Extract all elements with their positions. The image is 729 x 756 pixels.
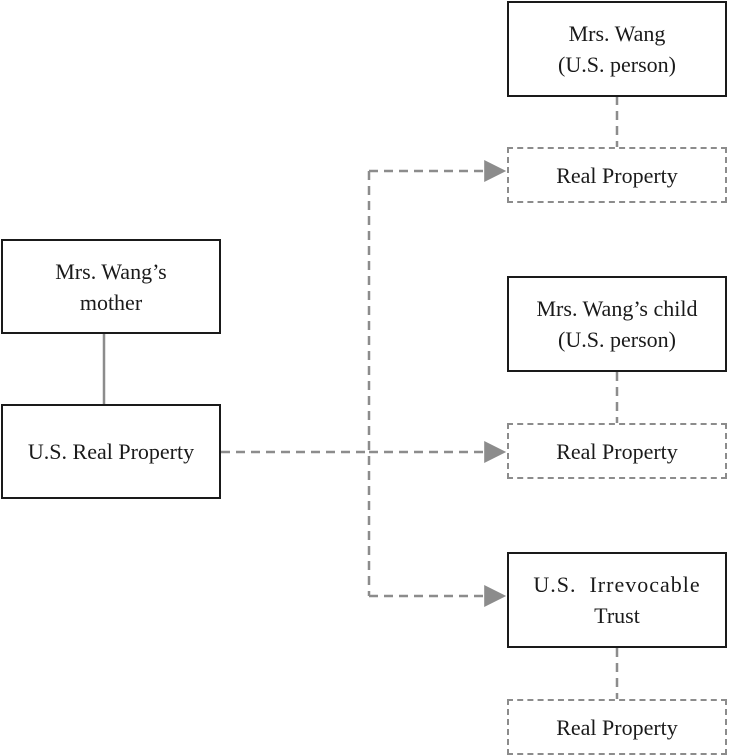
child-line2: (U.S. person) xyxy=(558,327,676,352)
trust-line1: U.S. Irrevocable xyxy=(533,572,701,597)
child-real-property-box: Real Property xyxy=(507,423,727,479)
mrs-wang-box: Mrs. Wang (U.S. person) xyxy=(507,1,727,97)
us-real-property-label: U.S. Real Property xyxy=(27,439,195,464)
mrs-wang-real-property-box: Real Property xyxy=(507,147,727,203)
mrs-wangs-child-box: Mrs. Wang’s child (U.S. person) xyxy=(507,276,727,372)
us-real-property-box: U.S. Real Property xyxy=(1,404,221,499)
mother-line2: mother xyxy=(79,289,143,315)
mrs-wangs-mother-box: Mrs. Wang’s mother xyxy=(1,239,221,334)
trust-real-property-box: Real Property xyxy=(507,699,727,755)
mrs-wang-line1: Mrs. Wang xyxy=(568,21,666,46)
mrs-wang-real-property-label: Real Property xyxy=(556,162,678,188)
us-irrevocable-trust-box: U.S. Irrevocable Trust xyxy=(507,552,727,648)
mrs-wang-line2: (U.S. person) xyxy=(558,52,676,77)
trust-line2: Trust xyxy=(594,603,640,628)
mother-line1: Mrs. Wang’s xyxy=(55,258,167,284)
trust-real-property-label: Real Property xyxy=(556,714,678,740)
child-line1: Mrs. Wang’s child xyxy=(536,296,698,321)
child-real-property-label: Real Property xyxy=(556,438,678,464)
